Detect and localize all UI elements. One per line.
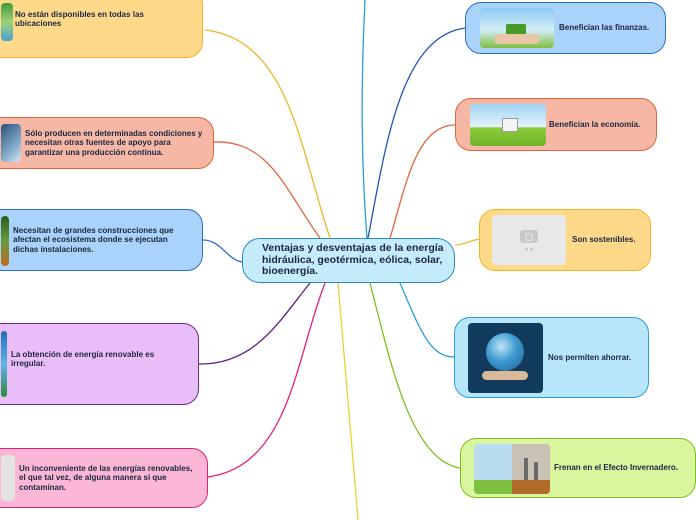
green-energy-image	[1, 3, 13, 41]
forest-image	[1, 216, 9, 266]
hands-holding-green-house-image	[480, 8, 554, 48]
dam-image	[1, 124, 21, 162]
link-right-5	[369, 282, 461, 469]
link-top	[361, 0, 368, 239]
right-node-1-text: Benefician las finanzas.	[559, 23, 650, 33]
house-on-green-field-image	[470, 104, 546, 146]
central-topic-text: Ventajas y desventajas de la energía hid…	[262, 242, 444, 278]
left-node-2-text: Sólo producen en determinadas condicione…	[25, 128, 203, 157]
left-node-4-text: La obtención de energía renovable es irr…	[11, 349, 155, 369]
right-node-4[interactable]: Nos permiten ahorrar.	[454, 317, 649, 398]
right-node-1[interactable]: Benefician las finanzas.	[465, 2, 666, 54]
right-node-3-text: Son sostenibles.	[572, 235, 636, 245]
link-left-3	[202, 239, 245, 263]
left-node-1[interactable]: No están disponibles en todas las ubicac…	[0, 0, 203, 58]
link-right-2	[389, 124, 456, 239]
link-right-3	[454, 238, 481, 246]
link-bottom	[337, 282, 359, 520]
link-left-4	[198, 282, 311, 365]
link-right-1	[367, 27, 467, 239]
right-node-2-text: Benefician la economía.	[549, 119, 641, 129]
left-node-1-text: No están disponibles en todas las ubicac…	[15, 9, 144, 29]
left-node-3-text: Necesitan de grandes construcciones que …	[13, 225, 174, 254]
photo-placeholder-icon	[492, 215, 566, 265]
wind-turbines-and-factory-image	[474, 444, 550, 494]
gray-image	[1, 455, 15, 501]
right-node-4-text: Nos permiten ahorrar.	[548, 352, 632, 362]
central-topic[interactable]: Ventajas y desventajas de la energía hid…	[242, 238, 455, 283]
left-node-5-text: Un inconveniente de las energías renovab…	[19, 463, 193, 492]
right-node-3[interactable]: Son sostenibles.	[479, 209, 651, 271]
right-node-2[interactable]: Benefician la economía.	[455, 98, 657, 151]
left-node-3[interactable]: Necesitan de grandes construcciones que …	[0, 209, 203, 271]
right-node-5-text: Frenan en el Efecto Invernadero.	[554, 463, 679, 473]
earth-image	[1, 331, 7, 397]
left-node-4[interactable]: La obtención de energía renovable es irr…	[0, 323, 199, 405]
link-left-1	[204, 29, 331, 239]
right-node-5[interactable]: Frenan en el Efecto Invernadero.	[460, 438, 696, 498]
earth-in-hands-image	[468, 323, 543, 393]
link-right-4	[399, 282, 455, 358]
left-node-5[interactable]: Un inconveniente de las energías renovab…	[0, 448, 208, 508]
left-node-2[interactable]: Sólo producen en determinadas condicione…	[0, 117, 214, 169]
link-left-5	[207, 282, 326, 478]
link-left-2	[213, 141, 321, 239]
